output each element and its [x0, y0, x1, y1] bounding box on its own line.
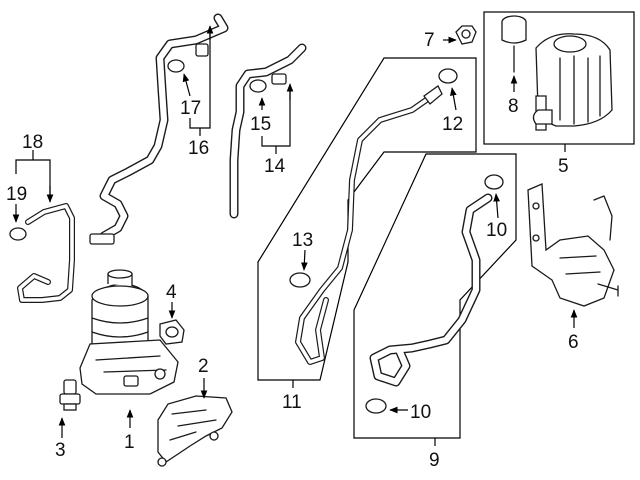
- pump-seal: [159, 319, 185, 345]
- pressure-pipe-18: [17, 203, 75, 303]
- callout-6: 6: [568, 332, 579, 353]
- clamp-fitting-14: [271, 73, 287, 85]
- callout-5: 5: [558, 156, 569, 177]
- callout-11: 11: [282, 392, 302, 413]
- callout-7: 7: [424, 30, 435, 51]
- reservoir-cap: [501, 15, 527, 73]
- callout-8: 8: [508, 96, 519, 117]
- clamp-12: [438, 68, 458, 84]
- reservoir-nut: [455, 25, 477, 45]
- leader-lines: [12, 25, 578, 438]
- callout-9: 9: [429, 450, 440, 471]
- fluid-reservoir: [532, 33, 613, 131]
- clamp-15: [249, 79, 267, 93]
- callout-15: 15: [250, 114, 271, 135]
- callout-17: 17: [180, 98, 201, 119]
- clamp-10-lower: [365, 398, 387, 414]
- pressure-line-11: [295, 85, 443, 365]
- callout-10-lower: 10: [410, 402, 431, 423]
- reservoir-bracket: [527, 183, 619, 307]
- callout-labels: 1 2 3 4 5 6 7 8 9 10 10 11 12 13 14 15 1…: [6, 30, 579, 471]
- clamp-10-upper: [484, 174, 504, 190]
- pump-mounting-bracket: [157, 395, 233, 467]
- callout-3: 3: [55, 440, 66, 461]
- callout-10-upper: 10: [486, 220, 507, 241]
- o-ring-19: [9, 227, 27, 241]
- callout-1: 1: [124, 432, 135, 453]
- callout-19: 19: [6, 184, 27, 205]
- callout-14: 14: [264, 156, 286, 177]
- suction-hose-upper: [99, 13, 229, 241]
- callout-4: 4: [166, 282, 177, 303]
- callout-18: 18: [22, 132, 43, 153]
- pipe-fitting: [89, 233, 115, 245]
- callout-12: 12: [442, 114, 463, 135]
- clamp-fitting-16: [195, 43, 209, 57]
- return-line-9: [369, 193, 493, 387]
- reservoir-group-box: [483, 11, 635, 152]
- callout-16: 16: [188, 138, 209, 159]
- clamp-13: [289, 272, 311, 288]
- return-line-group-box: [353, 153, 517, 446]
- clamp-17: [167, 59, 185, 73]
- power-steering-pump: [79, 269, 179, 395]
- pressure-switch: [59, 379, 81, 411]
- pressure-line-group-box: [257, 57, 477, 388]
- suction-hose-lower: [229, 43, 307, 219]
- callout-2: 2: [198, 356, 209, 377]
- callout-13: 13: [292, 230, 313, 251]
